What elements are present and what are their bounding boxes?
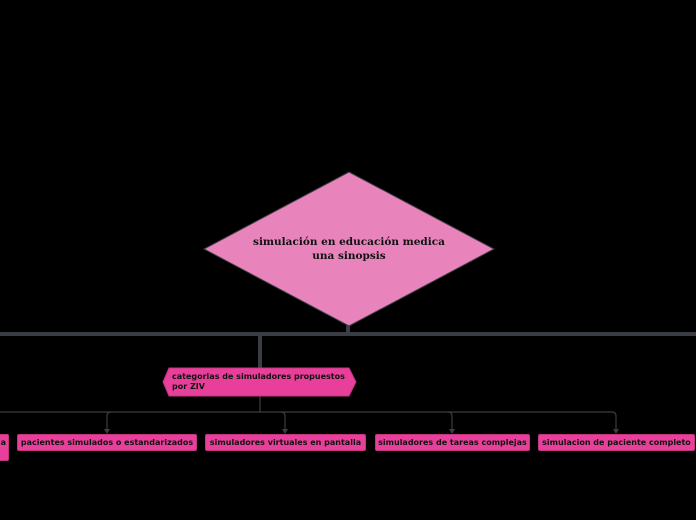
leaf-3-arrowhead bbox=[449, 429, 455, 434]
leaf-4-arrowhead bbox=[613, 429, 619, 434]
category-label: categorias de simuladores propuestos por… bbox=[172, 372, 345, 391]
leaf-2-connector bbox=[280, 411, 286, 431]
leaves-horizontal-connector bbox=[0, 411, 617, 417]
leaf-1-arrowhead bbox=[104, 429, 110, 434]
root-title: simulación en educación medica una sinop… bbox=[253, 236, 445, 262]
leaf-3-connector bbox=[447, 411, 453, 431]
leaf-2-arrowhead bbox=[282, 429, 288, 434]
leaf-node-simuladores-virtuales[interactable]: simuladores virtuales en pantalla bbox=[205, 434, 366, 451]
leaf-1-connector bbox=[106, 411, 112, 431]
category-hexagon[interactable] bbox=[162, 367, 357, 397]
leaf-node-partial[interactable]: a bbox=[0, 434, 9, 461]
leaf-node-pacientes-simulados[interactable]: pacientes simulados o estandarizados bbox=[17, 434, 197, 451]
leaf-node-tareas-complejas[interactable]: simuladores de tareas complejas bbox=[375, 434, 530, 451]
leaf-node-paciente-completo[interactable]: simulacion de paciente completo bbox=[538, 434, 695, 451]
root-diamond[interactable] bbox=[202, 171, 496, 327]
